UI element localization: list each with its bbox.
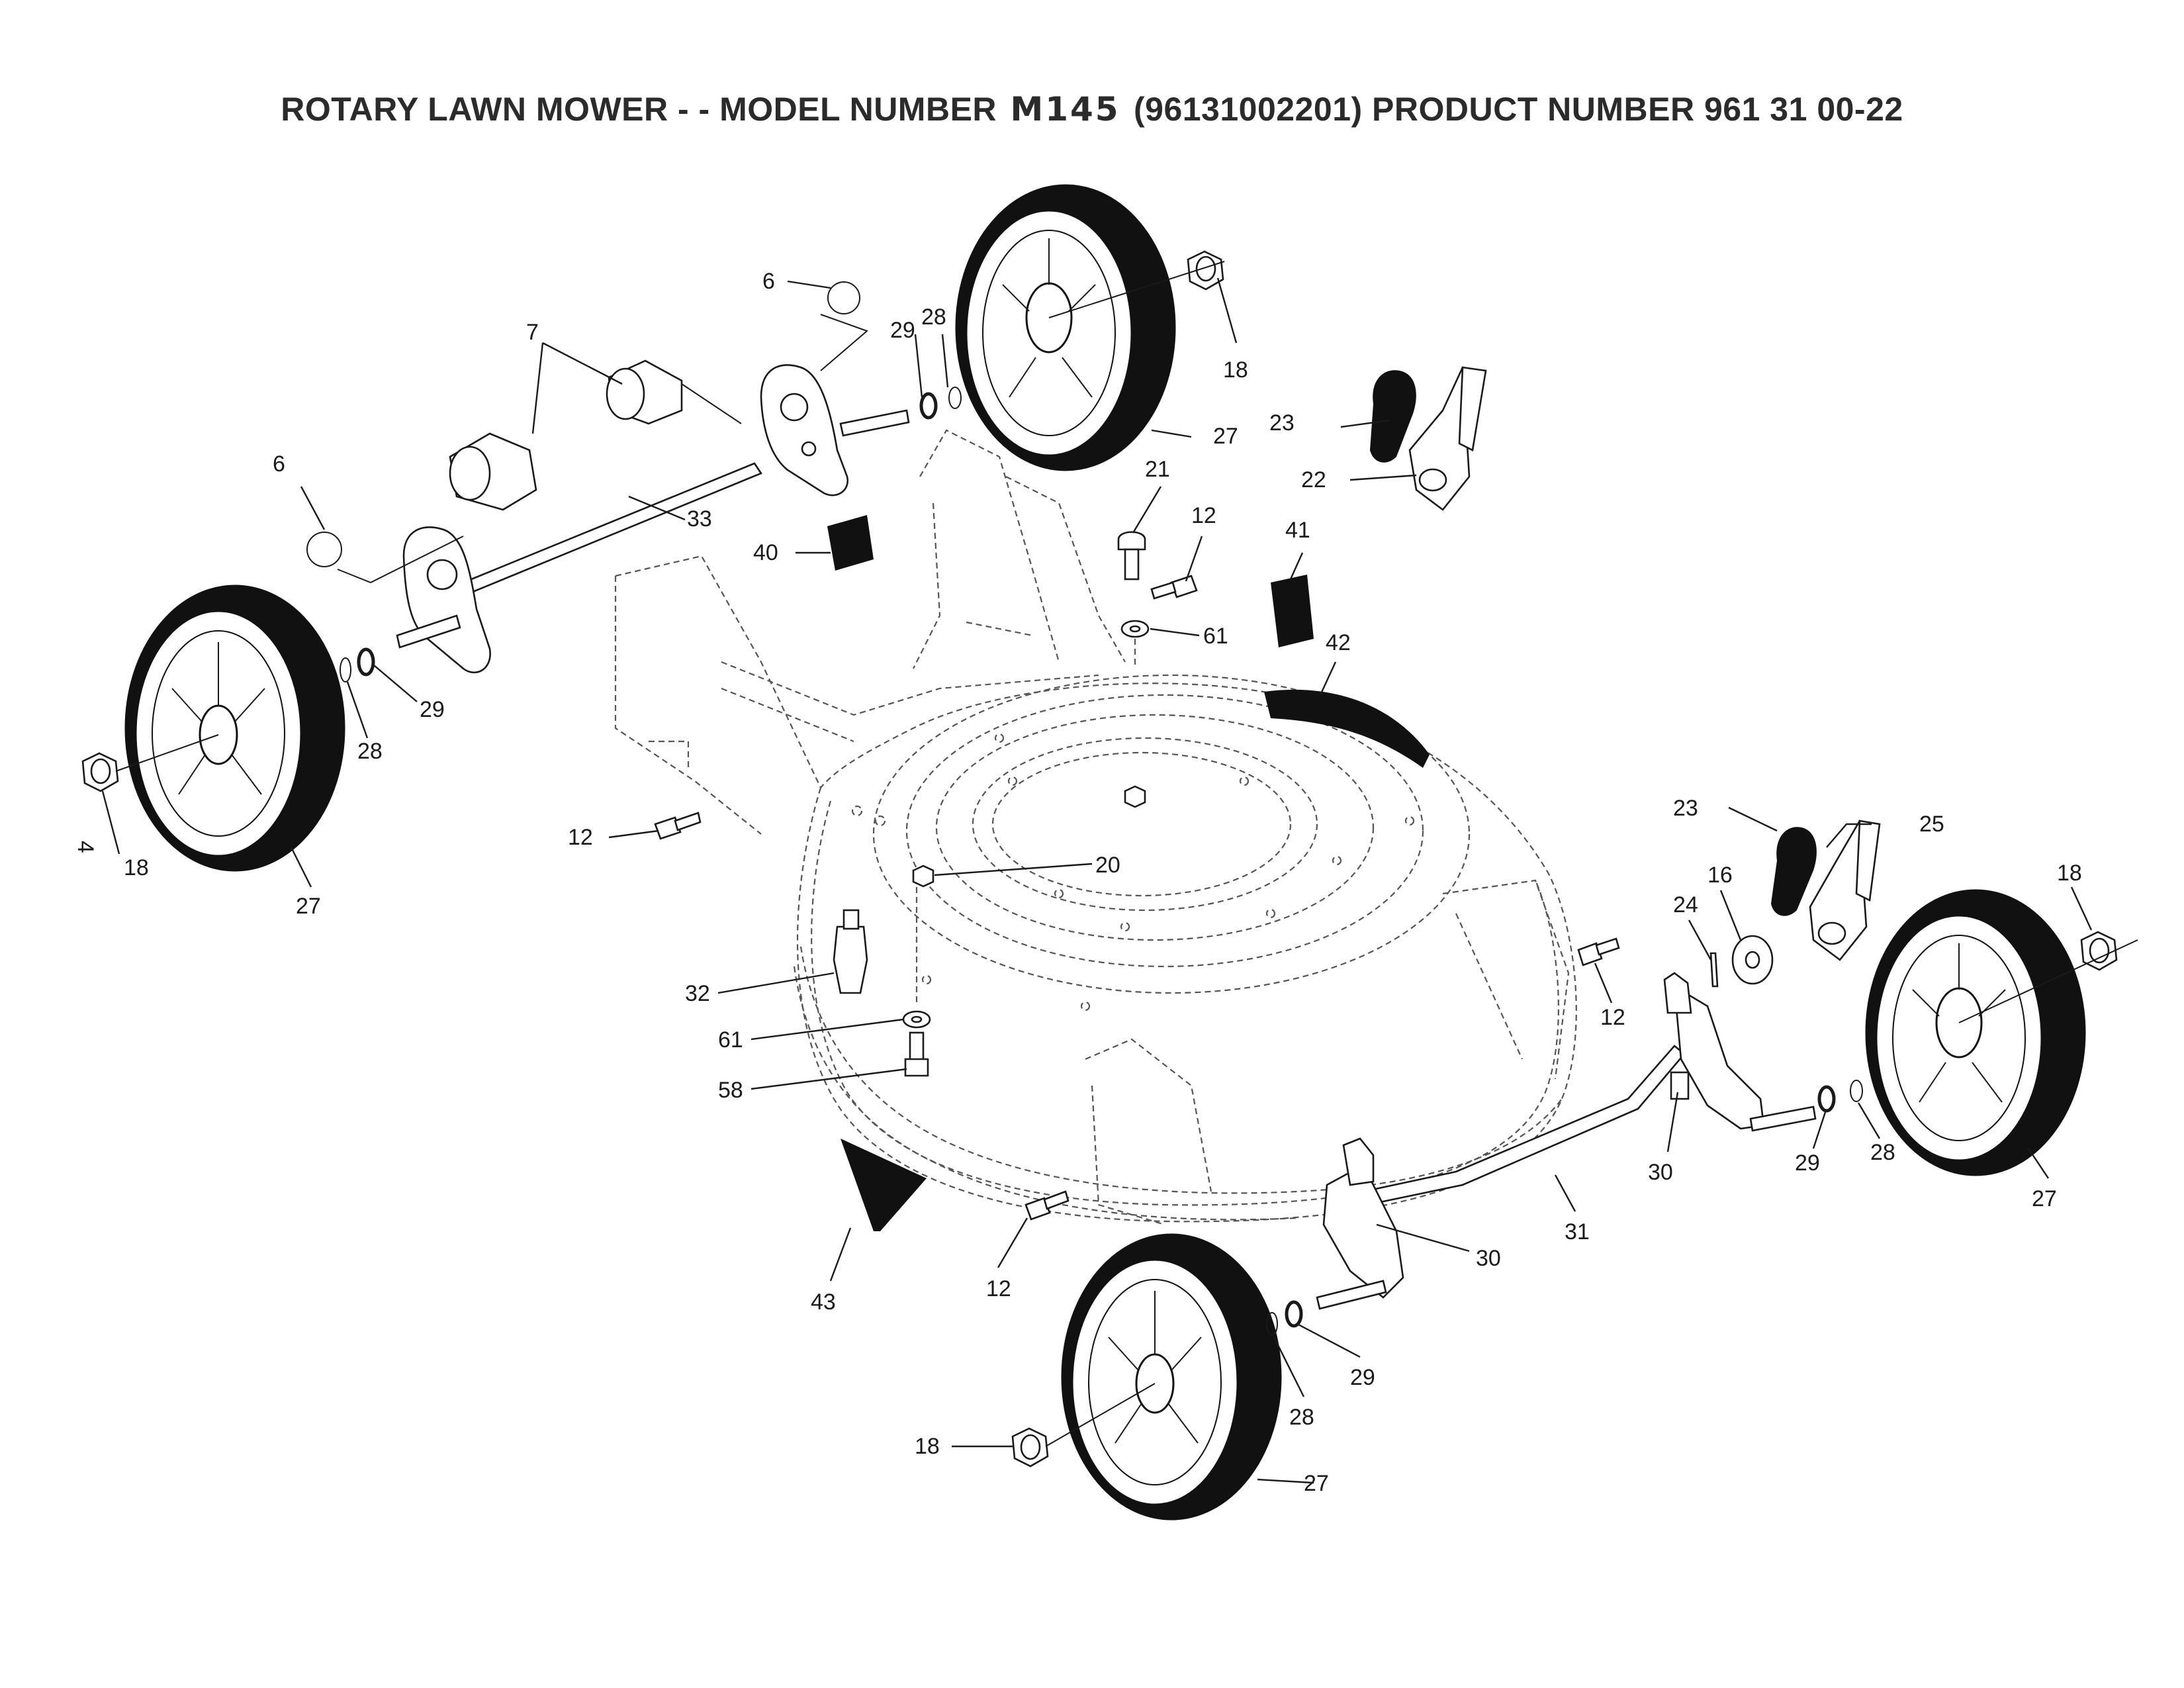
gear-case xyxy=(449,359,683,511)
callout-18-top: 18 xyxy=(1223,357,1248,383)
wheel-rear-left xyxy=(124,585,345,872)
callout-33: 33 xyxy=(687,506,712,532)
fasteners xyxy=(654,531,1620,1221)
retaining-ring xyxy=(306,281,860,567)
callout-12-top: 12 xyxy=(1191,503,1216,528)
height-adjuster-front xyxy=(1771,820,1881,961)
callout-43: 43 xyxy=(811,1289,836,1315)
callout-41: 41 xyxy=(1285,518,1310,543)
callout-24: 24 xyxy=(1673,892,1698,917)
callout-28-top: 28 xyxy=(921,305,946,330)
decal-40 xyxy=(827,515,874,571)
callout-18-right: 18 xyxy=(2057,861,2082,886)
decal-43 xyxy=(841,1139,927,1231)
callout-61-top: 61 xyxy=(1203,624,1228,649)
hub-nut xyxy=(81,250,2118,1468)
callout-numbers: 6 28 29 18 7 27 23 22 6 21 12 33 40 41 6… xyxy=(124,269,2082,1496)
callout-25: 25 xyxy=(1919,812,1944,837)
page-number: 4 xyxy=(73,841,98,853)
callout-12-left: 12 xyxy=(568,825,593,850)
callout-29-right: 29 xyxy=(1795,1150,1820,1176)
callout-16: 16 xyxy=(1707,863,1733,888)
callout-27-bottom: 27 xyxy=(1304,1471,1329,1496)
callout-23-right: 23 xyxy=(1673,796,1698,821)
callout-6-top: 6 xyxy=(762,269,775,294)
wheel-front-right xyxy=(1865,889,2086,1176)
callout-20: 20 xyxy=(1095,853,1120,878)
deck-holes xyxy=(851,733,1415,1011)
height-adjuster-rear xyxy=(1370,366,1487,511)
diagram-title: ROTARY LAWN MOWER - - MODEL NUMBER M145 … xyxy=(0,90,2184,128)
callout-21: 21 xyxy=(1145,457,1170,482)
callout-58: 58 xyxy=(718,1078,743,1103)
callout-18-bottom: 18 xyxy=(915,1434,940,1459)
callout-12-mid: 12 xyxy=(1600,1005,1625,1030)
callout-23-top: 23 xyxy=(1269,410,1295,436)
callout-28-bottom: 28 xyxy=(1289,1405,1314,1430)
callout-30-right: 30 xyxy=(1648,1160,1673,1185)
model-number: M145 xyxy=(1010,90,1120,128)
callout-28-left: 28 xyxy=(357,739,383,764)
callout-28-right: 28 xyxy=(1870,1140,1895,1165)
callout-32: 32 xyxy=(685,981,710,1006)
leader-lines xyxy=(101,277,2093,1484)
callout-18-left: 18 xyxy=(124,855,149,880)
callout-6-left: 6 xyxy=(273,451,285,477)
rear-axle-assembly xyxy=(306,281,962,682)
title-prefix: ROTARY LAWN MOWER - - MODEL NUMBER xyxy=(281,91,997,128)
callout-40: 40 xyxy=(753,540,778,565)
callout-27-left: 27 xyxy=(296,894,321,919)
decals xyxy=(827,515,1430,1231)
callout-29-bottom: 29 xyxy=(1350,1365,1375,1390)
callout-42: 42 xyxy=(1326,630,1351,655)
callout-12-bottom: 12 xyxy=(986,1276,1011,1301)
callout-7: 7 xyxy=(526,320,539,345)
callout-27-top: 27 xyxy=(1213,424,1238,449)
callout-29-left: 29 xyxy=(420,697,445,722)
title-suffix: (96131002201) PRODUCT NUMBER 961 31 00-2… xyxy=(1133,91,1903,128)
callout-61-lower: 61 xyxy=(718,1027,743,1053)
wheel-rear-right xyxy=(955,184,1176,471)
wheel-front-left xyxy=(1061,1233,1282,1521)
callout-29-top: 29 xyxy=(890,318,915,343)
callout-27-right: 27 xyxy=(2032,1186,2057,1211)
decal-42 xyxy=(1264,689,1430,768)
decal-41 xyxy=(1271,575,1314,647)
callout-31: 31 xyxy=(1565,1219,1590,1244)
mower-deck xyxy=(614,429,1577,1226)
front-axle-assembly xyxy=(1266,935,1863,1336)
callout-30-left: 30 xyxy=(1476,1246,1501,1271)
callout-22: 22 xyxy=(1301,467,1326,492)
